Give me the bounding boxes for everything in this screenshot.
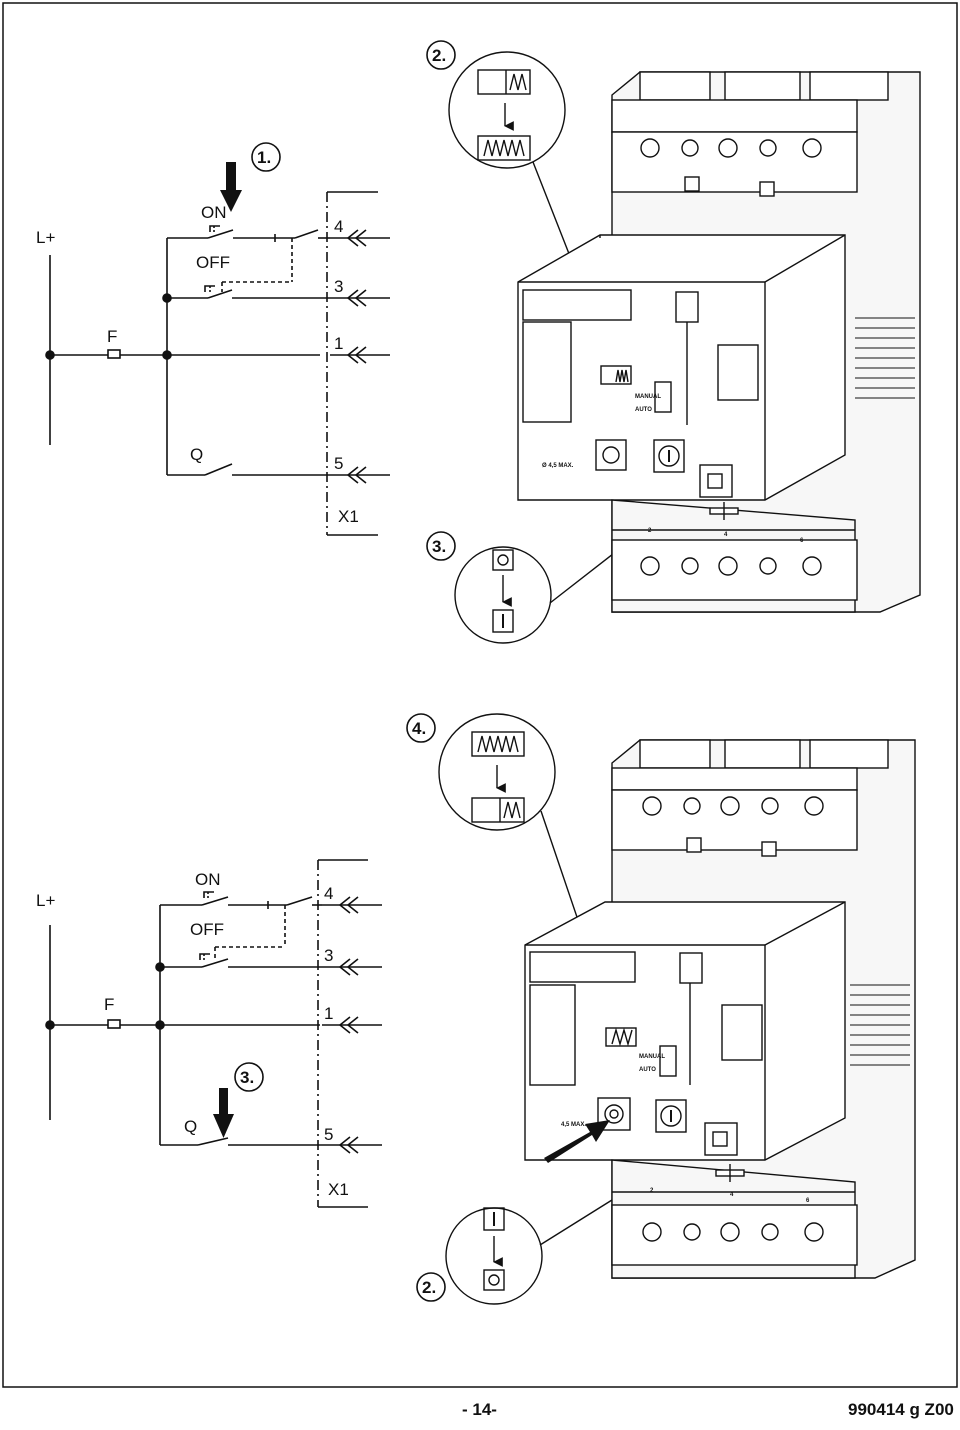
document-code: 990414 g Z00 [848, 1400, 954, 1419]
step-badge-1: 1. [251, 142, 281, 172]
svg-text:1.: 1. [257, 148, 271, 167]
pole-6: 6 [800, 538, 804, 544]
step-badge-b2: 2. [416, 1272, 446, 1302]
off-label: OFF [196, 253, 230, 272]
push-arrow-on [220, 162, 242, 212]
terminal-5: 5 [334, 454, 343, 473]
auto-text: AUTO [635, 407, 652, 413]
contact-label: Q [184, 1117, 197, 1136]
step-badge-b4: 4. [406, 713, 436, 743]
lock-text: 4,5 MAX. [561, 1122, 586, 1128]
terminal-5: 5 [324, 1125, 333, 1144]
svg-text:2.: 2. [432, 46, 446, 65]
terminal-4: 4 [324, 884, 333, 903]
device-text-top: MANUAL AUTO Ø 4,5 MAX. 2 4 6 [542, 394, 804, 544]
on-label: ON [195, 870, 221, 889]
terminal-block-label: X1 [328, 1180, 349, 1199]
terminal-1: 1 [334, 334, 343, 353]
top-labels: L+ ON OFF F Q 4 3 1 5 X1 [36, 203, 359, 526]
pole-6: 6 [806, 1198, 810, 1204]
svg-text:2.: 2. [422, 1278, 436, 1297]
pole-2: 2 [648, 528, 652, 534]
fuse-label: F [104, 995, 114, 1014]
supply-label: L+ [36, 228, 55, 247]
pole-4: 4 [724, 532, 728, 538]
page-border [2, 2, 958, 1388]
terminal-4: 4 [334, 217, 343, 236]
step-badge-3: 3. [426, 531, 456, 561]
on-label: ON [201, 203, 227, 222]
breaker-device-bottom [524, 739, 916, 1279]
svg-text:3.: 3. [432, 537, 446, 556]
pole-2: 2 [650, 1188, 654, 1194]
top-schematic [45, 191, 390, 536]
bottom-labels: L+ ON OFF F Q 4 3 1 5 X1 [36, 870, 349, 1199]
off-label: OFF [190, 920, 224, 939]
pole-4: 4 [730, 1192, 734, 1198]
terminal-3: 3 [324, 946, 333, 965]
device-text-bottom: MANUAL AUTO 4,5 MAX. 2 4 6 [561, 1054, 810, 1204]
terminal-block-label: X1 [338, 507, 359, 526]
bottom-schematic [45, 859, 382, 1208]
page-number: - 14- [462, 1400, 497, 1419]
spring-callout-top [448, 51, 618, 377]
terminal-3: 3 [334, 277, 343, 296]
auto-text: AUTO [639, 1067, 656, 1073]
supply-label: L+ [36, 891, 55, 910]
push-arrow-button [544, 1120, 610, 1163]
svg-text:3.: 3. [240, 1068, 254, 1087]
push-arrow-q [213, 1088, 234, 1138]
svg-text:4.: 4. [412, 719, 426, 738]
contact-label: Q [190, 445, 203, 464]
fuse-label: F [107, 327, 117, 346]
manual-text: MANUAL [639, 1054, 665, 1060]
manual-text: MANUAL [635, 394, 661, 400]
lock-text: Ø 4,5 MAX. [542, 463, 574, 469]
terminal-1: 1 [324, 1004, 333, 1023]
breaker-device-top [517, 71, 921, 613]
step-badge-b3: 3. [234, 1062, 264, 1092]
step-badge-2: 2. [426, 40, 456, 70]
